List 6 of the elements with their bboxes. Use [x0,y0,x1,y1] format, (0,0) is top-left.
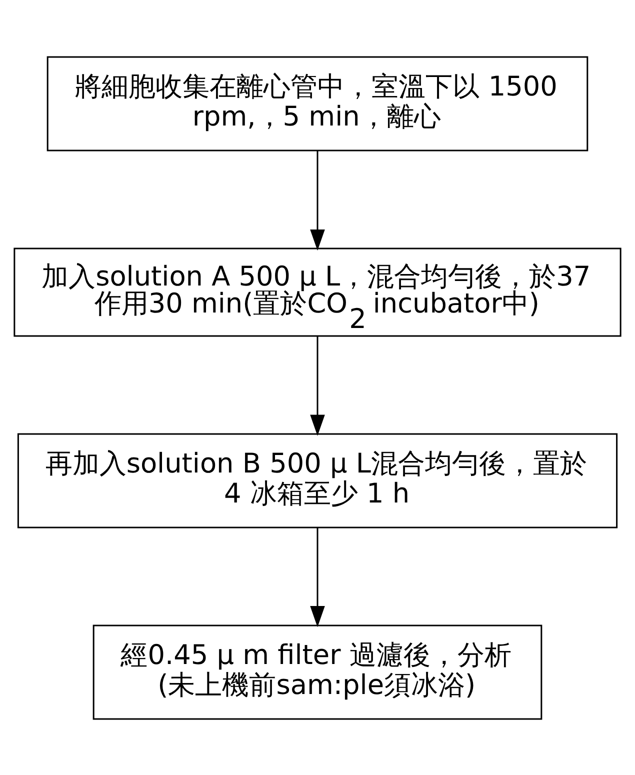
node-box: 將細胞收集在離心管中，室溫下以 1500 rpm,，5 min，離心 [46,56,588,151]
arrow [310,527,325,627]
node-box: 再加入solution B 500 μ L混合均勻後，置於 4 冰箱至少 1 h [17,432,618,528]
arrow [310,150,325,250]
node-box: 經0.45 μ m filter 過濾後，分析 (未上機前sam:ple須冰浴) [92,624,542,720]
arrow [310,336,325,436]
